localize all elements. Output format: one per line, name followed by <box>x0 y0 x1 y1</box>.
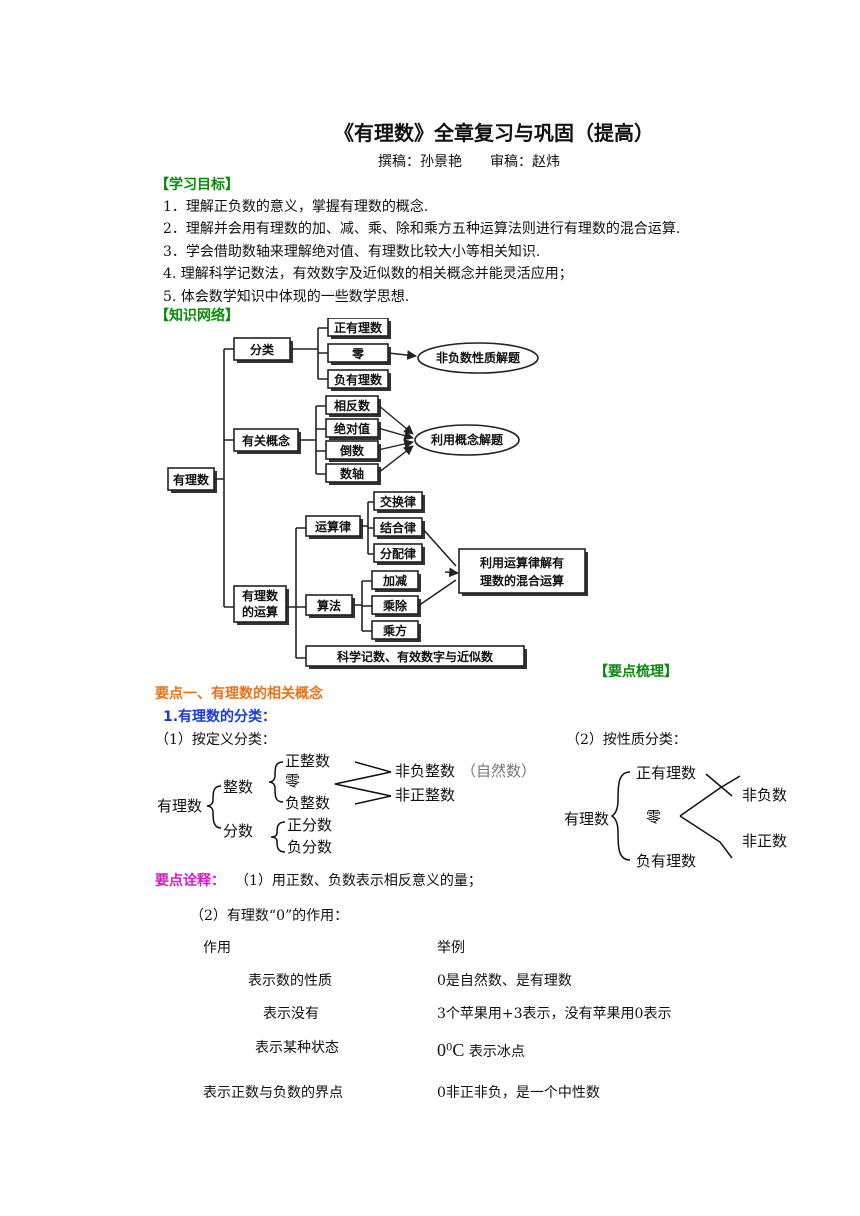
prop-nonneg: 非负数 <box>742 786 787 804</box>
net-neg-rational: 负有理数 <box>334 372 383 387</box>
prop-root-brace <box>610 771 631 861</box>
goal-item-1: 1．理解正负数的意义，掌握有理数的概念. <box>163 199 429 215</box>
table-header-role: 作用 <box>203 940 231 956</box>
goal-item-3: 3．学会借助数轴来理解绝对值、有理数比较大小等相关知识. <box>163 244 541 260</box>
goal-item-4: 4. 理解科学记数法，有效数字及近似数的相关概念并能灵活应用； <box>163 266 573 282</box>
def-nonneg-int: 非负整数 <box>395 762 455 780</box>
net-concept-solve: 利用概念解题 <box>431 432 504 447</box>
net-add-sub: 加减 <box>382 573 407 588</box>
net-associative: 结合律 <box>380 520 416 535</box>
net-classify: 分类 <box>250 342 275 357</box>
table-row-2-example: 3个苹果用+3表示，没有苹果用0表示 <box>437 1006 672 1022</box>
sub-heading-classification: 1.有理数的分类： <box>163 709 277 725</box>
net-power: 乘方 <box>382 623 407 638</box>
net-algorithm: 算法 <box>317 598 341 613</box>
def-zero: 零 <box>285 772 300 790</box>
prop-root: 有理数 <box>564 810 609 828</box>
def-pos-frac: 正分数 <box>287 816 332 834</box>
note-label: 要点诠释： <box>155 873 225 889</box>
table-row-2-role: 表示没有 <box>263 1006 319 1022</box>
goals-heading: 【学习目标】 <box>155 177 239 193</box>
table-row-3-role: 表示某种状态 <box>255 1040 339 1056</box>
keypoints-heading: 【要点梳理】 <box>594 664 678 680</box>
net-absolute: 绝对值 <box>334 421 370 436</box>
table-row-1-example: 0是自然数、是有理数 <box>437 973 572 989</box>
net-sci: 科学记数、有效数字与近似数 <box>337 649 494 664</box>
net-reciprocal: 倒数 <box>339 443 365 458</box>
note-line-1: （1）用正数、负数表示相反意义的量； <box>235 873 482 889</box>
definition-classification-diagram: 有理数 整数 分数 正整数 零 负整数 正分数 负分数 非负整数 （自然数） 非… <box>157 752 536 856</box>
note-line-2: （2）有理数“0”的作用： <box>190 908 349 924</box>
def-zigzag <box>334 761 392 805</box>
prop-zero: 零 <box>646 808 661 826</box>
net-nonneg-solve: 非负数性质解题 <box>436 350 521 365</box>
prop-pos: 正有理数 <box>636 764 696 782</box>
table-row-4-example: 0非正非负，是一个中性数 <box>437 1085 600 1101</box>
goal-item-2: 2．理解并会用有理数的加、减、乘、除和乘方五种运算法则进行有理数的混合运算. <box>163 221 681 237</box>
net-law-solve-line2: 理数的混合运算 <box>480 573 564 588</box>
net-mul-div: 乘除 <box>382 598 408 613</box>
property-classification-diagram: 有理数 正有理数 零 负有理数 非负数 非正数 <box>564 764 787 870</box>
celsius-degree: 0 <box>446 1042 453 1054</box>
net-concepts: 有关概念 <box>242 433 290 448</box>
net-laws: 运算律 <box>315 519 351 534</box>
def-neg-frac: 负分数 <box>287 838 332 856</box>
net-root-trunk <box>214 348 234 608</box>
net-ops-line2: 的运算 <box>242 604 278 619</box>
by-property-label: （2）按性质分类： <box>566 732 687 748</box>
section-heading-1: 要点一、有理数的相关概念 <box>155 686 323 702</box>
table-header-example: 举例 <box>437 940 465 956</box>
authors-line: 撰稿：孙景艳 审稿：赵炜 <box>378 154 560 170</box>
net-zero: 零 <box>351 347 365 361</box>
net-number-line: 数轴 <box>340 466 364 481</box>
knowledge-network-diagram: 有理数 分类 有关概念 有理数 的运算 正有理数 零 负有理数 非负数性质解题 … <box>167 318 588 669</box>
net-law-solve-line1: 利用运算律解有 <box>480 555 564 570</box>
def-integer: 整数 <box>223 778 253 796</box>
net-root: 有理数 <box>173 472 210 487</box>
def-nonpos-int: 非正整数 <box>395 786 455 804</box>
def-pos-int: 正整数 <box>285 752 330 770</box>
table-row-3-example: 00C 表示冰点 <box>437 1040 525 1061</box>
celsius-unit: C <box>452 1040 465 1060</box>
def-neg-int: 负整数 <box>285 794 330 812</box>
net-ops-line1: 有理数 <box>242 588 279 603</box>
net-pos-rational: 正有理数 <box>334 320 383 335</box>
def-fraction: 分数 <box>223 822 253 840</box>
prop-zigzag <box>679 773 741 859</box>
network-heading: 【知识网络】 <box>155 308 239 324</box>
prop-nonpos: 非正数 <box>742 832 787 850</box>
def-root: 有理数 <box>157 797 202 815</box>
page-title: 《有理数》全章复习与巩固（提高） <box>334 121 654 145</box>
def-root-brace <box>206 785 222 829</box>
table-row-1-role: 表示数的性质 <box>248 973 332 989</box>
net-opposite: 相反数 <box>334 398 371 413</box>
net-commutative: 交换律 <box>380 494 416 509</box>
prop-neg: 负有理数 <box>636 852 696 870</box>
def-natural: （自然数） <box>461 762 536 780</box>
celsius-zero: 0 <box>437 1040 446 1060</box>
table-row-4-role: 表示正数与负数的界点 <box>203 1085 343 1101</box>
goal-item-5: 5. 体会数学知识中体现的一些数学思想. <box>163 289 410 305</box>
celsius-desc: 表示冰点 <box>464 1044 525 1060</box>
net-distributive: 分配律 <box>380 546 416 561</box>
by-definition-label: （1）按定义分类： <box>155 732 276 748</box>
